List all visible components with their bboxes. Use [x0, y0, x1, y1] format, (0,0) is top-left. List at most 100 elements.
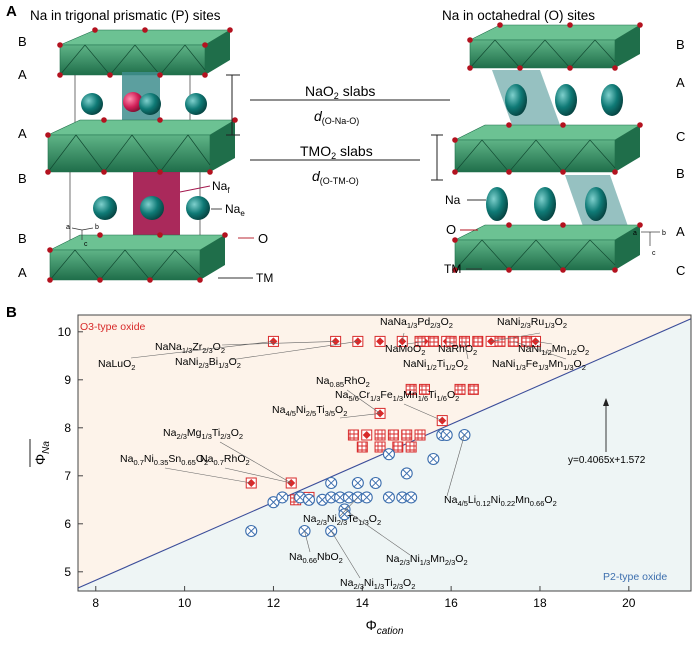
compound-label: Na4/5Ni2/5Ti3/5O2 [272, 404, 347, 418]
left-axis-c: c [84, 241, 88, 248]
crossed-circle-point [405, 491, 418, 504]
crossed-circle-point [302, 493, 316, 506]
hatched-square-point [494, 335, 506, 347]
d-tmo-label: d(O-TM-O) [312, 168, 359, 186]
panel-a: A Na in trigonal prismatic (P) sites Na … [6, 3, 685, 285]
compound-label: Na0.66NbO2 [289, 551, 343, 565]
compound-label: Na2/3Ni1/3Ti2/3O2 [340, 577, 415, 591]
leader-line [339, 497, 359, 517]
hatched-square-point [445, 335, 457, 347]
leader-line [406, 341, 425, 345]
hatched-square-point [418, 383, 430, 395]
leader-line [446, 434, 465, 497]
right-stack-2: A [676, 75, 685, 90]
crossed-circle-point [294, 491, 307, 504]
hatched-square-point [454, 383, 466, 395]
compound-label: NaNi1/2Ti1/2O2 [403, 358, 468, 372]
compound-label: NaNi2/3Ru1/3O2 [497, 316, 567, 330]
o-label-left: O [258, 231, 268, 246]
na-e-label: Nae [225, 202, 245, 218]
leader-line [464, 341, 469, 360]
hatched-square-point [392, 441, 404, 453]
crossed-circle-point [325, 476, 338, 490]
crossed-circle-point [400, 467, 413, 480]
crossed-circle-point [369, 476, 382, 490]
left-stack-1: B [18, 34, 27, 49]
filled-diamond-point [361, 429, 373, 441]
compound-label: Na0.7RhO2 [200, 453, 250, 467]
crossed-circle-point [316, 493, 329, 506]
leader-line [491, 332, 541, 342]
slab-annotations: NaO2 slabs d(O-Na-O) TMO2 slabs d(O-TM-O… [226, 74, 450, 186]
left-structure-title: Na in trigonal prismatic (P) sites [30, 8, 221, 23]
panel-a-letter: A [6, 3, 17, 20]
hatched-square-point [521, 335, 533, 347]
left-stack-6: A [18, 265, 27, 280]
crossed-circle-point [396, 491, 409, 504]
right-stack-1: B [676, 37, 685, 52]
x-tick-label: 10 [178, 596, 192, 610]
na-f-label: Naf [212, 179, 230, 195]
leader-line [219, 441, 292, 484]
leader-line [344, 509, 411, 556]
crossed-circle-point [382, 448, 395, 461]
compound-label: NaNa1/3Zr2/3O2 [155, 341, 225, 355]
nao2-slabs-label: NaO2 slabs [305, 83, 375, 101]
leader-line [401, 332, 405, 342]
crossed-circle-point [382, 491, 395, 504]
right-stack-3: C [676, 129, 685, 144]
compound-label: NaRhO2 [438, 343, 477, 357]
hatched-square-point [374, 441, 386, 453]
hatched-square-point [405, 441, 417, 453]
hatched-square-point [472, 335, 484, 347]
crossed-circle-point [360, 491, 373, 504]
left-stack-5: B [18, 231, 27, 246]
left-stack-2: A [18, 67, 27, 82]
plot-annotations: NaLuO2NaNa1/3Zr2/3O2NaNi2/3Bi1/3O2NaNa1/… [98, 316, 589, 591]
right-stack-5: A [676, 224, 685, 239]
crossed-circle-point [245, 524, 258, 538]
leader-line [330, 530, 361, 579]
x-tick-label: 14 [356, 596, 370, 610]
left-axis-b: b [95, 224, 99, 231]
leader-line [221, 341, 336, 346]
hatched-square-point [405, 383, 417, 395]
filled-diamond-point [374, 335, 386, 347]
hatched-square-point [374, 429, 386, 441]
y-tick-label: 9 [64, 373, 71, 387]
leader-line [229, 341, 358, 361]
crossed-circle-point [351, 476, 364, 490]
leader-line [513, 341, 567, 360]
y-tick-label: 7 [64, 469, 71, 483]
right-stack-6: C [676, 263, 685, 278]
left-stack-4: B [18, 171, 27, 186]
hatched-square-point [401, 429, 413, 441]
right-structure-title: Na in octahedral (O) sites [442, 8, 595, 23]
compound-label: Na0.85RhO2 [316, 375, 370, 389]
x-axis-label: Φcation [366, 617, 404, 637]
compound-label: Na0.7Ni0.35Sn0.65O2 [120, 453, 208, 467]
x-tick-label: 18 [533, 596, 547, 610]
compound-label: Na2/3Mg1/3Ti2/3O2 [163, 427, 243, 441]
crossed-circle-point [427, 452, 440, 466]
leader-line [164, 467, 252, 484]
compound-label: Na5/6Cr1/3Fe1/3Mn1/6Ti1/6O2 [335, 389, 459, 403]
y-axis-label: ΦNa [32, 441, 52, 465]
plot-frame [77, 314, 692, 592]
plot-marks [245, 335, 542, 538]
d-nao-label: d(O-Na-O) [314, 108, 359, 126]
compound-label: NaLuO2 [98, 358, 135, 372]
compound-label: NaNi1/3Fe1/3Mn1/3O2 [492, 358, 586, 372]
o-label-right: O [446, 222, 456, 237]
fit-equation: y=0.4065x+1.572 [568, 455, 646, 466]
x-tick-label: 8 [92, 596, 99, 610]
right-stacking-labels: B A C B A C [676, 37, 685, 278]
na-label-right: Na [445, 193, 461, 207]
hatched-square-point [414, 429, 426, 441]
leader-line [346, 389, 381, 414]
leader-line [224, 467, 292, 484]
crossed-circle-point [440, 428, 453, 442]
compound-label: NaMoO2 [385, 343, 425, 357]
x-tick-label: 12 [267, 596, 281, 610]
